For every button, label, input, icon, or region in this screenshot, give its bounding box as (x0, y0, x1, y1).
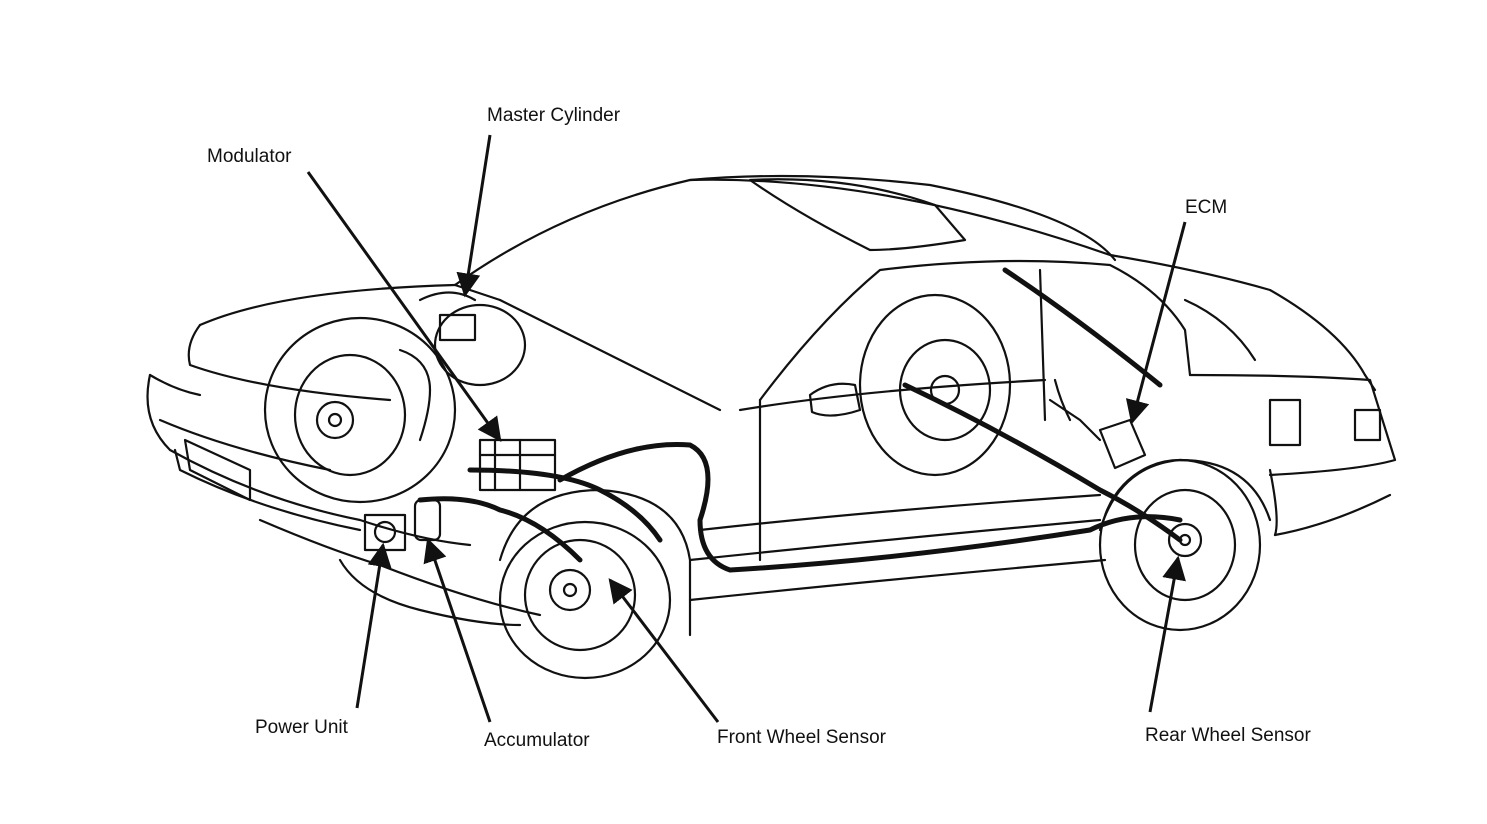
leader-ecm (1125, 221, 1187, 425)
rear-left-wheel (858, 293, 1012, 477)
ecm-unit (1098, 418, 1147, 470)
front-right-wheel (498, 520, 672, 680)
leader-accumulator (423, 537, 492, 723)
wiring (398, 348, 1102, 442)
label-rear-wheel-sensor: Rear Wheel Sensor (1145, 725, 1311, 746)
master-cylinder-booster (418, 291, 527, 387)
label-master-cylinder: Master Cylinder (487, 105, 621, 126)
label-ecm: ECM (1185, 197, 1228, 218)
leader-rear-wheel-sensor (1148, 555, 1186, 713)
label-modulator: Modulator (207, 146, 292, 167)
leader-lines (306, 134, 1187, 723)
front-left-wheel (263, 316, 457, 504)
rear-right-wheel (1098, 458, 1262, 632)
label-accumulator: Accumulator (484, 730, 590, 751)
leader-master-cylinder (456, 134, 492, 298)
label-front-wheel-sensor: Front Wheel Sensor (717, 727, 886, 748)
brake-lines (417, 267, 1183, 573)
leader-power-unit (355, 542, 392, 709)
leader-modulator (306, 171, 502, 442)
leader-front-wheel-sensor (608, 578, 720, 723)
accumulator-unit (413, 498, 442, 542)
modulator-unit (478, 438, 557, 492)
label-power-unit: Power Unit (255, 717, 348, 738)
